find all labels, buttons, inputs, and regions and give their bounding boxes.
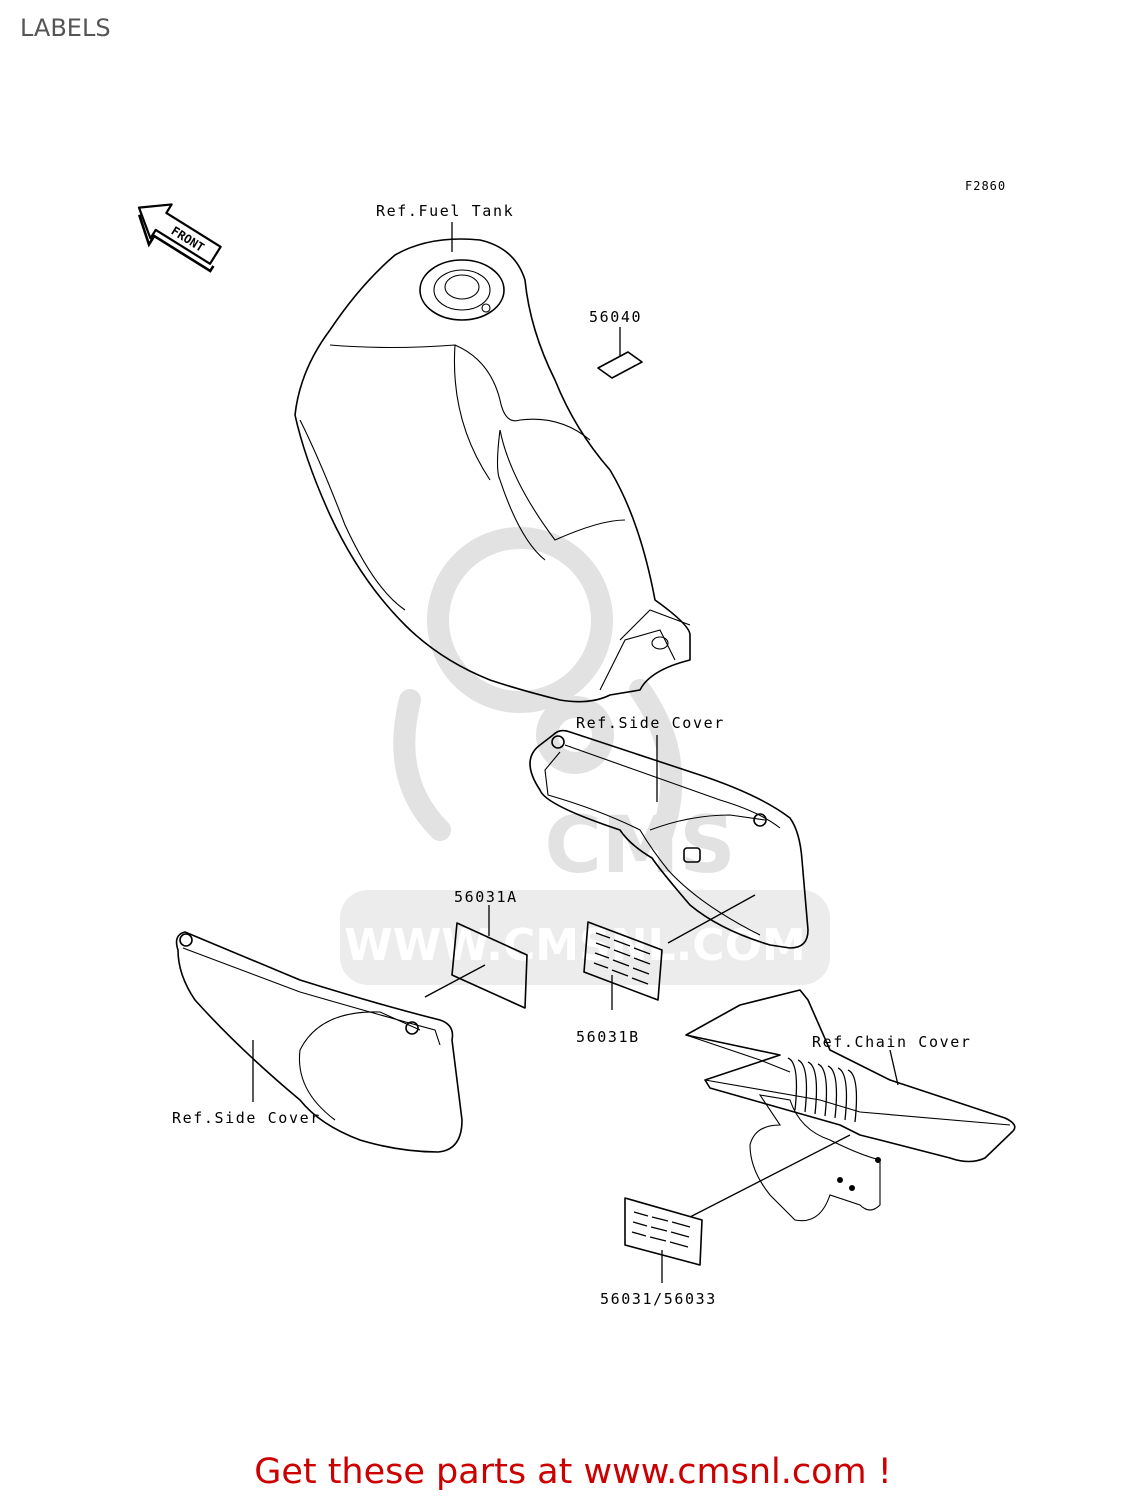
callout-side-cover-left: Ref.Side Cover [172, 1109, 321, 1127]
callout-56031b: 56031B [576, 1028, 640, 1046]
label-56031a [424, 905, 528, 1009]
page-title: LABELS [20, 14, 111, 42]
callout-56031-56033: 56031/56033 [600, 1290, 717, 1308]
callout-fuel-tank: Ref.Fuel Tank [376, 202, 514, 220]
chain-cover-drawing [685, 989, 1016, 1222]
label-56031b [583, 894, 756, 1010]
watermark: CMS WWW.CMSNL.COM [340, 527, 830, 985]
front-arrow-icon: FRONT [137, 203, 222, 273]
watermark-url-text: WWW.CMSNL.COM [344, 920, 806, 971]
callout-chain-cover: Ref.Chain Cover [812, 1033, 971, 1051]
side-cover-right-drawing [529, 729, 809, 949]
fuel-tank-drawing [294, 222, 691, 703]
watermark-logo-text: CMS [544, 801, 735, 891]
callout-56040: 56040 [589, 308, 642, 326]
watermark-band [340, 890, 830, 985]
figure-code: F2860 [965, 179, 1006, 193]
side-cover-left-drawing [175, 931, 463, 1153]
callout-56031a: 56031A [454, 888, 518, 906]
callout-side-cover-right: Ref.Side Cover [576, 714, 725, 732]
label-56031-56033 [624, 1134, 851, 1283]
cta-link[interactable]: Get these parts at www.cmsnl.com ! [254, 1452, 892, 1492]
label-56040 [597, 327, 643, 379]
watermark-mascot-icon [393, 527, 683, 851]
parts-diagram: CMS WWW.CMSNL.COM F2860 FRONT [137, 179, 1016, 1308]
